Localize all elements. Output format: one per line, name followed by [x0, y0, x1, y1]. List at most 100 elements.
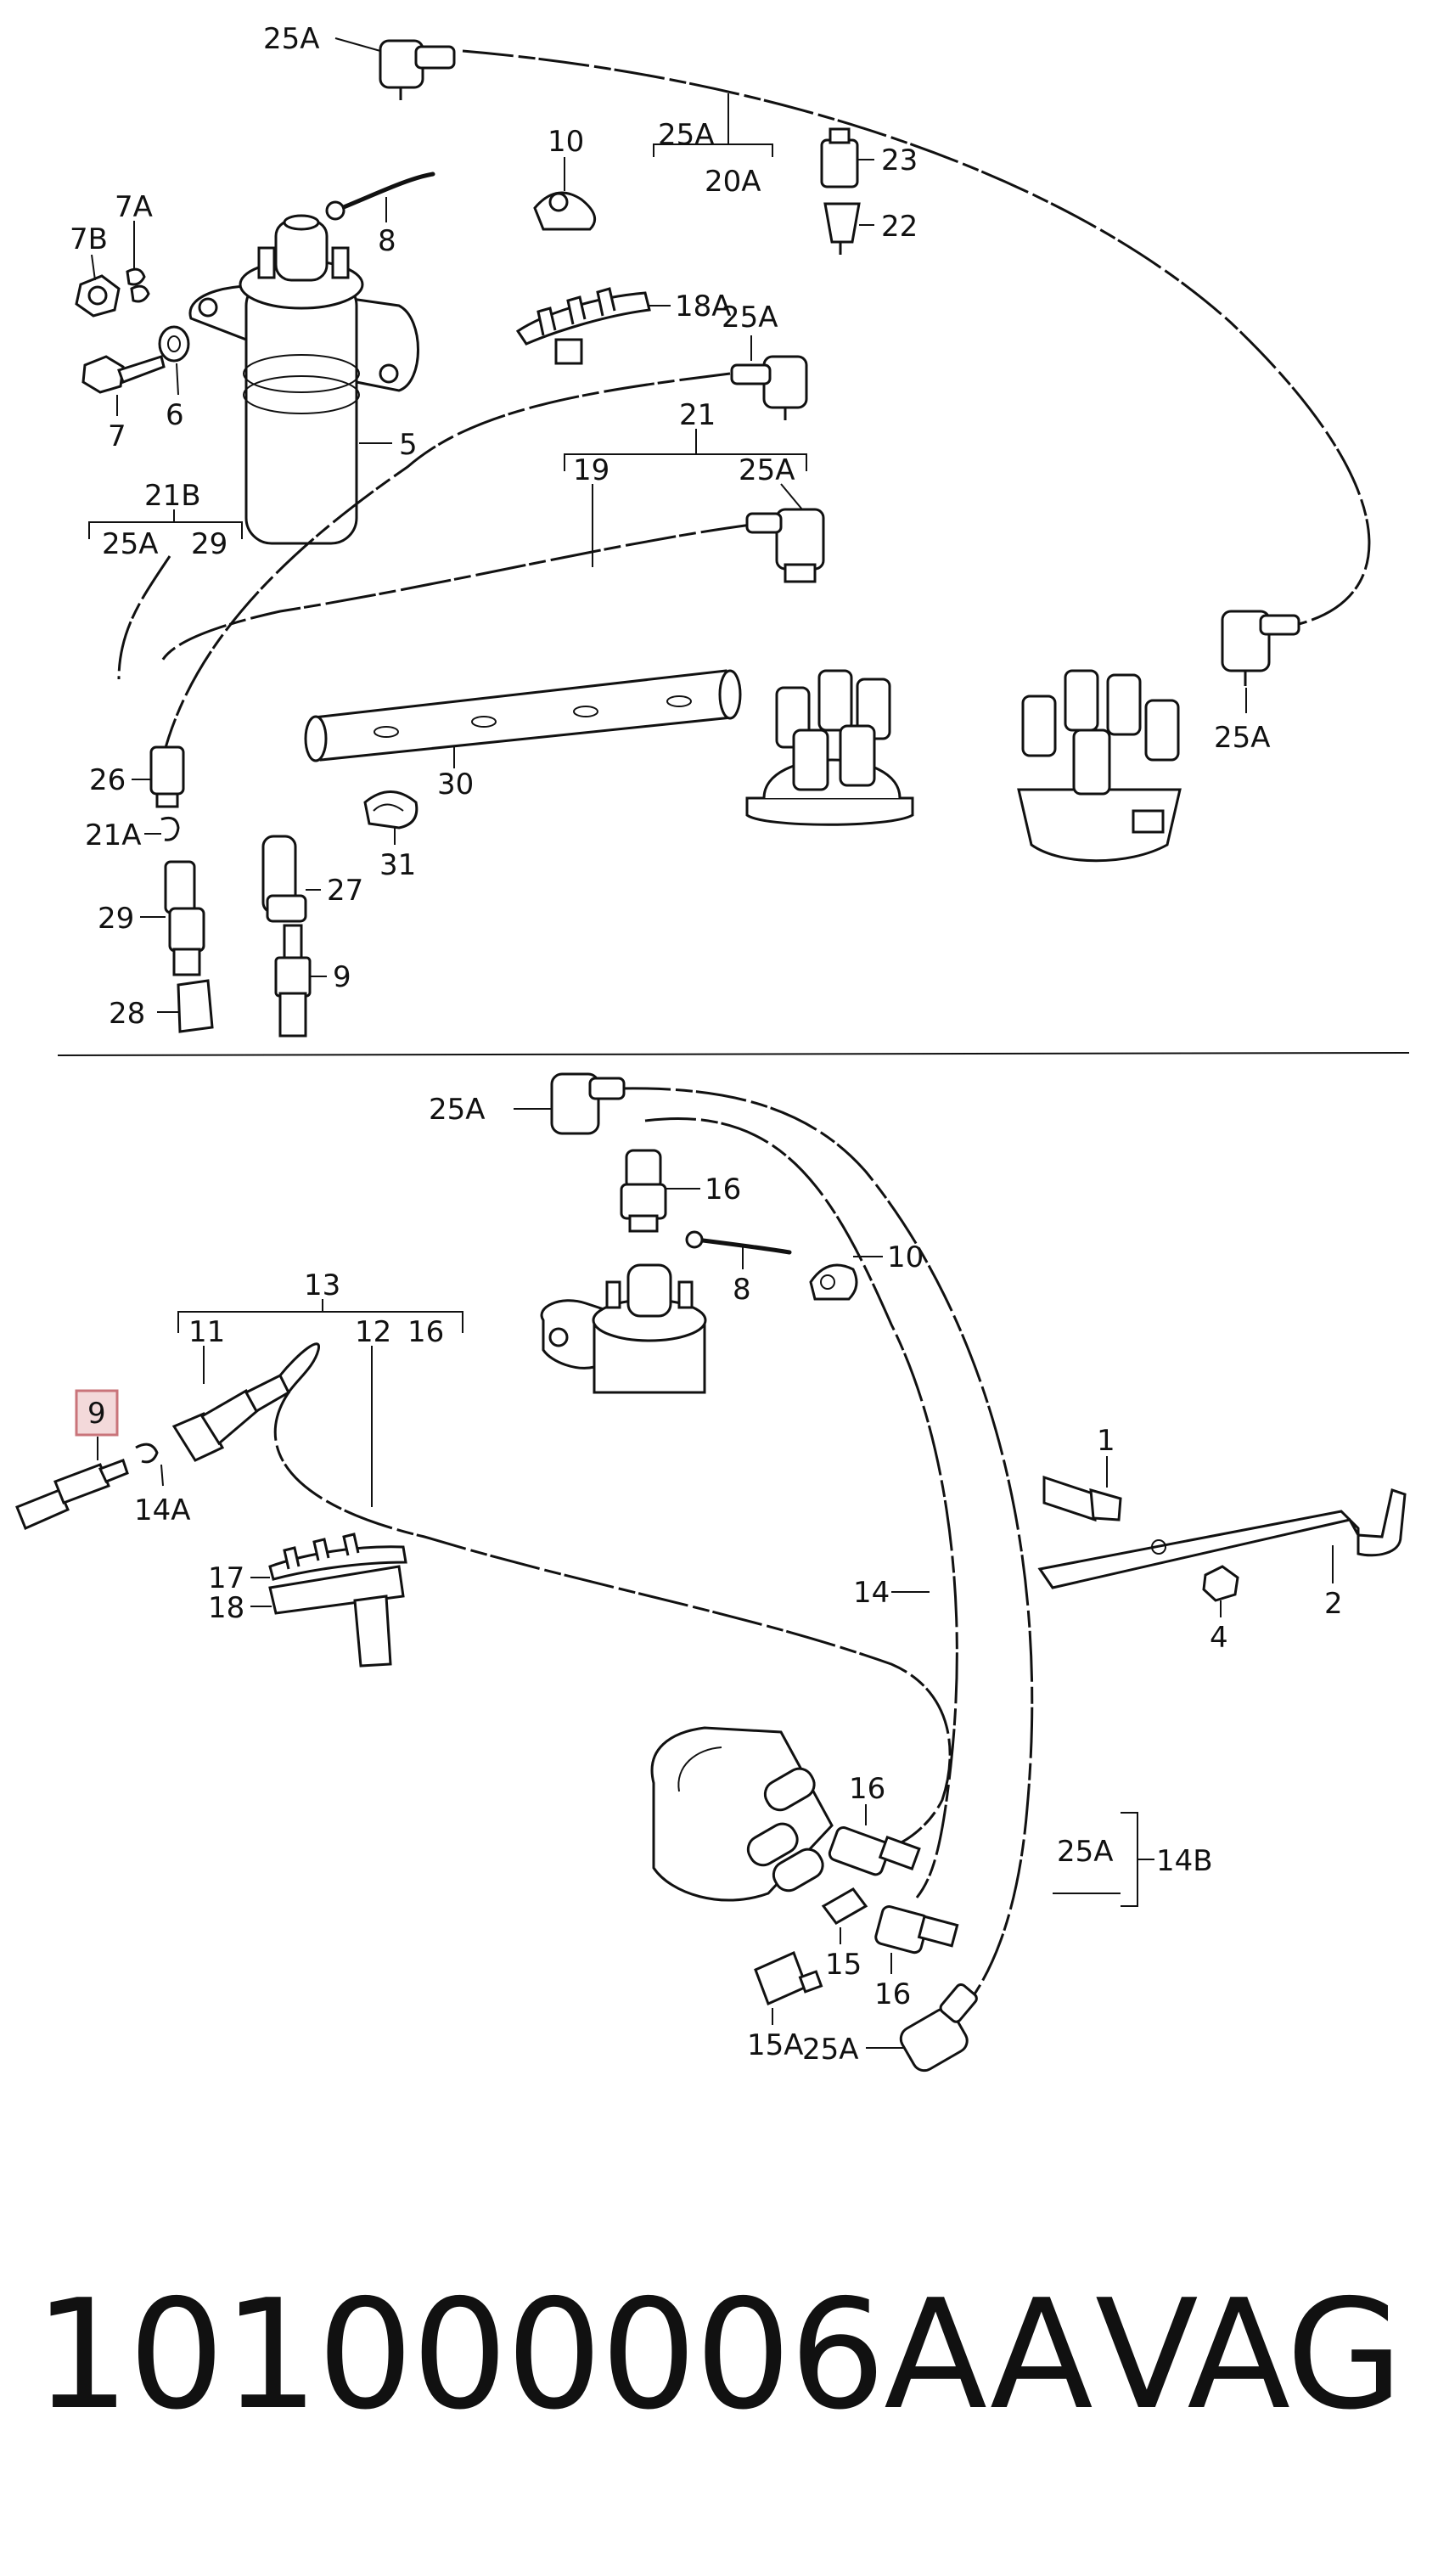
label-14: 14 [853, 1576, 890, 1610]
boot-27 [261, 835, 307, 923]
label-7b: 7B [70, 222, 108, 256]
label-25a-b: 25A [429, 1093, 486, 1127]
top-long-cable [462, 49, 1371, 626]
distributor-cap-mid [745, 669, 914, 826]
clip-10 [533, 191, 597, 231]
label-28: 28 [109, 997, 145, 1031]
sensor-1 [1042, 1475, 1122, 1522]
connector-25a-bottom-top [550, 1072, 626, 1135]
label-25a-21b: 25A [102, 527, 159, 561]
bottom-section: 25A 16 8 10 13 [15, 1072, 1407, 2073]
label-13: 13 [304, 1268, 340, 1302]
label-16-br: 16 [407, 1315, 444, 1349]
connector-25a-19 [745, 508, 825, 583]
label-12: 12 [355, 1315, 391, 1349]
part-15 [821, 1887, 868, 1925]
label-19: 19 [573, 453, 609, 487]
label-25a-bottom: 25A [802, 2033, 859, 2067]
cable-14-inner [644, 1116, 958, 1898]
label-2: 2 [1324, 1587, 1343, 1621]
label-21a: 21A [85, 818, 142, 852]
label-25a-21: 25A [722, 301, 778, 335]
spacer-18a [515, 287, 651, 365]
label-6: 6 [166, 398, 184, 432]
label-17: 17 [208, 1561, 244, 1595]
label-23: 23 [881, 143, 918, 177]
label-18a: 18A [675, 290, 732, 323]
label-25a-bracket: 25A [1057, 1835, 1114, 1869]
cable-14-outer [619, 1087, 1034, 2005]
part-22 [823, 202, 861, 255]
bracket-2 [1037, 1488, 1407, 1589]
label-11: 11 [188, 1315, 225, 1349]
connector-16-low [874, 1905, 959, 1954]
spacer-17-18 [268, 1533, 407, 1668]
connector-25a-21 [730, 355, 808, 420]
part-23 [820, 127, 859, 188]
cable-21b [117, 555, 171, 680]
connector-25a-top [379, 39, 456, 100]
label-25a-right: 25A [1214, 721, 1271, 755]
spark-plug-9-bottom [15, 1459, 129, 1530]
spark-plug-9-top [274, 924, 312, 1038]
label-14a: 14A [134, 1493, 191, 1527]
label-9-highlight: 9 [87, 1397, 106, 1431]
brand-name: VAG [1095, 2267, 1401, 2443]
connector-16-mid [828, 1826, 921, 1876]
label-18: 18 [208, 1591, 244, 1625]
distributor-cap-bottom [650, 1726, 834, 1902]
label-7: 7 [108, 419, 126, 453]
highlight-box-9 [75, 1389, 119, 1437]
connector-29 [164, 860, 205, 976]
section-divider [57, 1052, 1410, 1056]
nut-7b [75, 274, 121, 318]
label-31: 31 [379, 848, 416, 882]
ignition-coil-5 [188, 214, 419, 545]
washer-6 [158, 325, 190, 363]
label-30: 30 [437, 768, 474, 801]
label-27: 27 [327, 874, 363, 908]
label-16-top: 16 [705, 1173, 741, 1206]
label-7a: 7A [115, 190, 153, 224]
label-15a: 15A [747, 2028, 804, 2062]
label-10-bottom: 10 [887, 1240, 924, 1274]
nut-4 [1202, 1565, 1239, 1602]
part-15a [754, 1950, 823, 2006]
ignition-coil-bottom [540, 1263, 707, 1394]
connector-16-top [620, 1149, 667, 1233]
wire-8-bottom [694, 1237, 792, 1255]
part-number: 101000006AA [34, 2267, 1093, 2443]
connector-26 [149, 745, 185, 808]
label-25a-top: 25A [263, 22, 320, 56]
clip-10-bottom [809, 1263, 858, 1301]
label-9-top: 9 [333, 960, 351, 994]
label-29-21b: 29 [191, 527, 227, 561]
boot-28 [177, 979, 214, 1033]
connector-11 [171, 1342, 320, 1462]
label-4: 4 [1210, 1621, 1228, 1655]
label-25a-20: 25A [658, 118, 715, 152]
clip-21a [160, 816, 180, 841]
label-1: 1 [1097, 1424, 1115, 1458]
label-16-mid: 16 [849, 1772, 885, 1806]
label-5: 5 [399, 428, 418, 462]
label-8-top: 8 [378, 224, 396, 258]
cable-21-upper [160, 372, 731, 765]
top-section: 25A 10 25A 20A 23 22 [70, 22, 1371, 1038]
label-8-bottom: 8 [733, 1273, 751, 1307]
wire-8-top [333, 172, 435, 213]
label-20a: 20A [705, 165, 761, 199]
label-14b: 14B [1156, 1844, 1213, 1878]
label-22: 22 [881, 210, 918, 244]
label-16-low: 16 [874, 1977, 911, 2011]
label-29: 29 [98, 902, 134, 936]
label-26: 26 [89, 763, 126, 797]
label-21: 21 [679, 398, 716, 432]
cable-19 [160, 523, 752, 663]
connector-25a-bottom [899, 1983, 978, 2073]
label-21b: 21B [144, 479, 201, 513]
cable-12 [273, 1392, 952, 1853]
distributor-cap-right [1017, 669, 1182, 863]
